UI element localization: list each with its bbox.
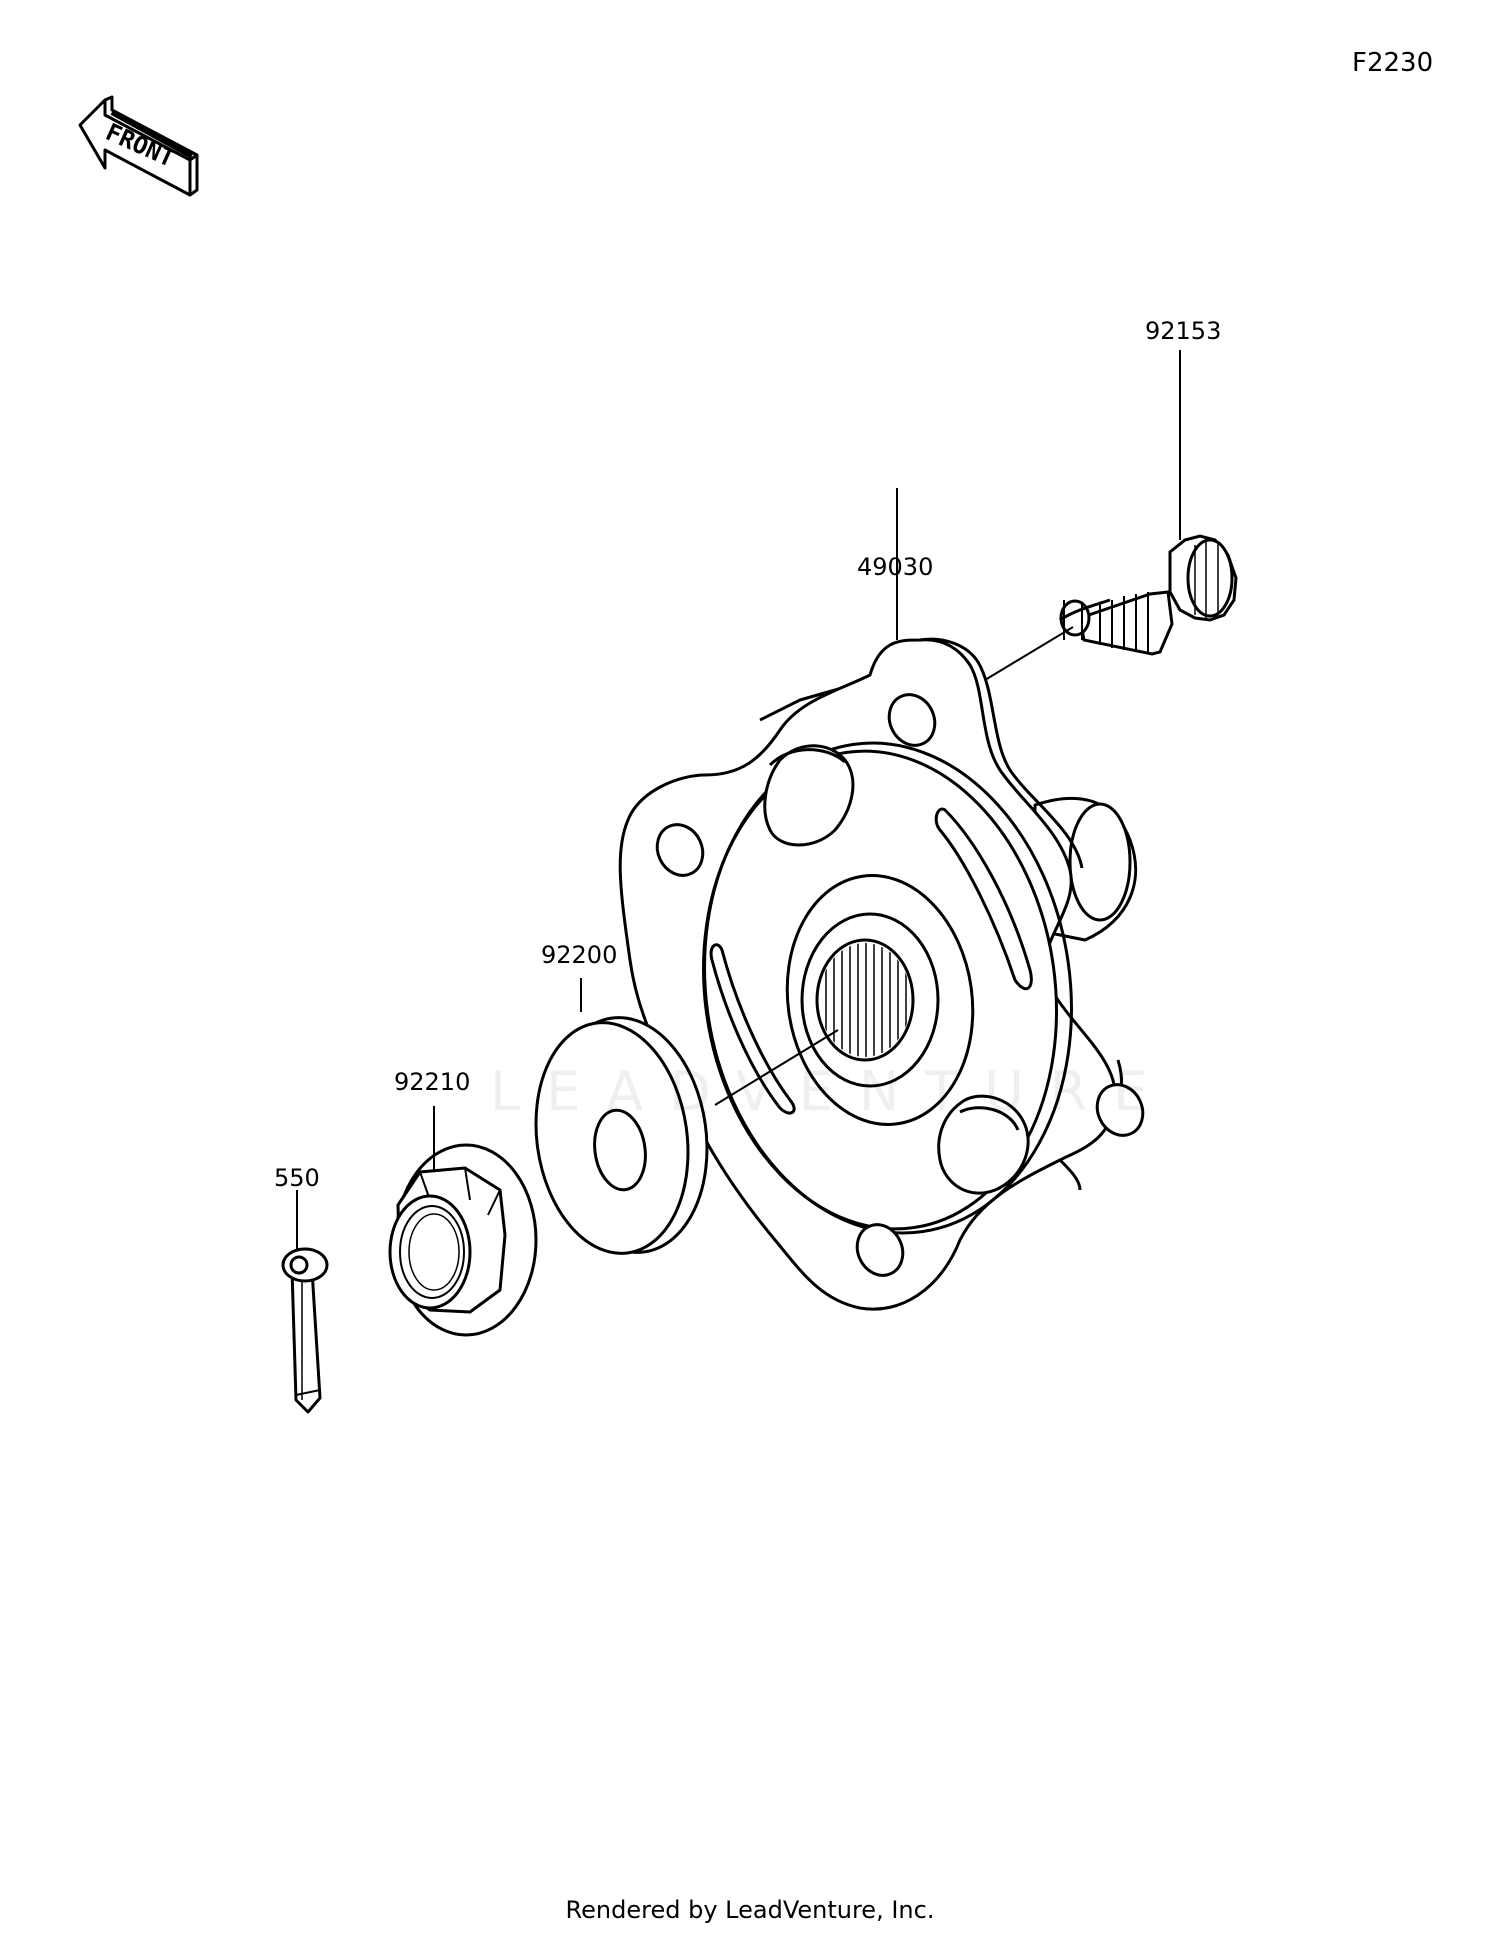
callout-leaders (296, 350, 1181, 1250)
callout-stud-bolt: 92153 (1145, 317, 1222, 345)
hub-part (618, 637, 1145, 1311)
flange-nut-part (388, 1143, 538, 1337)
stud-leader-line (984, 626, 1074, 681)
footer-credit: Rendered by LeadVenture, Inc. (565, 1896, 935, 1924)
diagram-code: F2230 (1352, 48, 1434, 78)
stud-bolt-part (1059, 534, 1238, 656)
callout-cotter-pin: 550 (274, 1164, 320, 1192)
callout-washer: 92200 (541, 941, 618, 969)
callout-nut: 92210 (394, 1068, 471, 1096)
axle-leader-line (714, 1029, 839, 1106)
callout-hub: 49030 (857, 553, 934, 581)
washer-part (534, 1016, 709, 1255)
watermark: LEADVENTURE (490, 1060, 1174, 1123)
cotter-pin-part (281, 1247, 329, 1414)
front-arrow-icon: FRONT (78, 95, 199, 197)
